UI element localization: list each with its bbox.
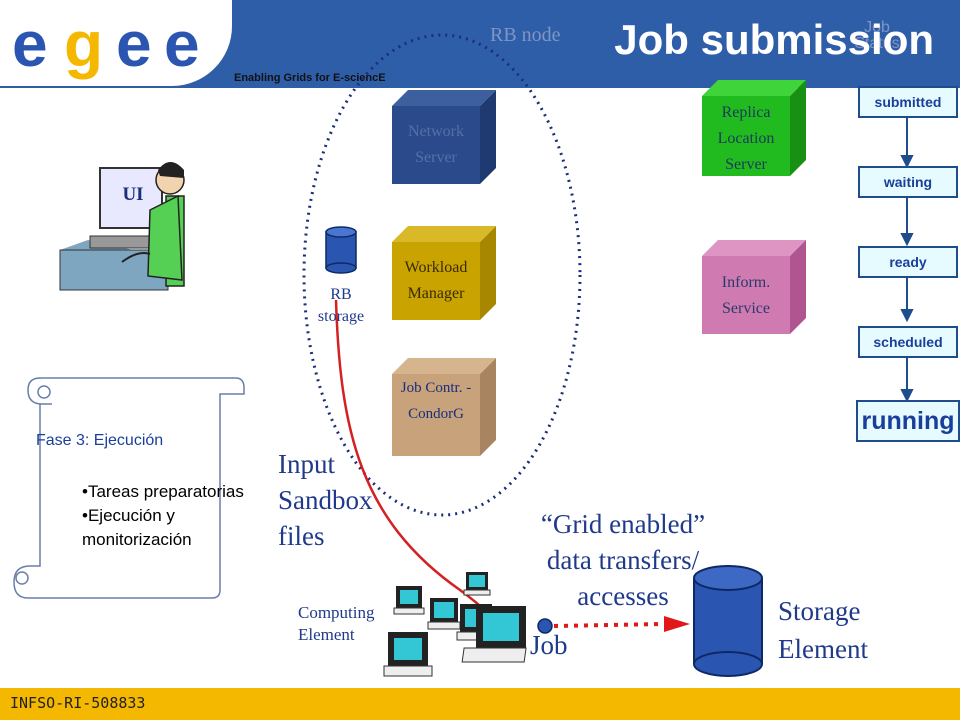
job-node-dot bbox=[537, 618, 553, 634]
rb-node-label: RB node bbox=[490, 24, 561, 46]
footer-project-id: INFSO-RI-508833 bbox=[10, 694, 146, 712]
phase-item-list: •Tareas preparatorias •Ejecución y monit… bbox=[82, 480, 292, 552]
tagline: Enabling Grids for E-sciencE bbox=[234, 72, 386, 84]
job-label: Job bbox=[530, 630, 568, 660]
information-service-cube bbox=[702, 240, 806, 334]
rb-node-boundary bbox=[302, 33, 582, 517]
job-controller-cube bbox=[392, 358, 496, 456]
svg-text:e: e bbox=[164, 8, 200, 80]
svg-text:e: e bbox=[12, 8, 48, 80]
phase-label: Fase 3: Ejecución bbox=[36, 432, 164, 449]
page-title: Job submission bbox=[614, 16, 934, 63]
workload-manager-cube bbox=[392, 226, 496, 320]
svg-text:g: g bbox=[64, 8, 103, 80]
user-at-computer-icon bbox=[59, 162, 185, 291]
replica-location-server-label: Replica Location Server bbox=[717, 104, 775, 173]
rb-storage-label: RB storage bbox=[317, 286, 365, 325]
computer-cluster-icon bbox=[383, 572, 527, 677]
footer-bar bbox=[0, 688, 960, 720]
egee-logo-icon: e g e e bbox=[12, 8, 200, 80]
status-flow-arrows bbox=[900, 118, 914, 403]
scroll-icon bbox=[13, 377, 245, 599]
grid-enabled-label: “Grid enabled” data transfers/ accesses bbox=[540, 509, 706, 611]
status-submitted: submitted bbox=[858, 86, 958, 118]
network-server-cube bbox=[392, 90, 496, 184]
job-status-label: Job Status bbox=[854, 19, 900, 52]
logo-background: e g e e bbox=[0, 0, 232, 86]
grid-transfer-arrowhead bbox=[664, 616, 690, 632]
svg-text:e: e bbox=[116, 8, 152, 80]
workload-manager-label: Workload Manager bbox=[404, 259, 468, 302]
storage-element-label: Storage Element bbox=[778, 596, 868, 664]
storage-element-cylinder-icon bbox=[693, 565, 763, 677]
network-server-label: Network Server bbox=[408, 123, 464, 166]
information-service-label: Inform. Service bbox=[721, 274, 771, 317]
input-sandbox-label: Input Sandbox files bbox=[278, 449, 373, 551]
status-running: running bbox=[856, 400, 960, 442]
computing-element-label: Computing Element bbox=[298, 603, 375, 644]
job-controller-label: Job Contr. - CondorG bbox=[400, 380, 472, 422]
grid-transfer-arrow bbox=[553, 622, 665, 628]
phase-item: •Tareas preparatorias bbox=[82, 482, 244, 501]
status-ready: ready bbox=[858, 246, 958, 278]
replica-location-server-cube bbox=[702, 80, 806, 176]
status-scheduled: scheduled bbox=[858, 326, 958, 358]
rb-storage-cylinder-icon bbox=[325, 226, 357, 274]
status-waiting: waiting bbox=[858, 166, 958, 198]
phase-item: •Ejecución y monitorización bbox=[82, 506, 192, 549]
ui-label: UI bbox=[122, 184, 144, 205]
